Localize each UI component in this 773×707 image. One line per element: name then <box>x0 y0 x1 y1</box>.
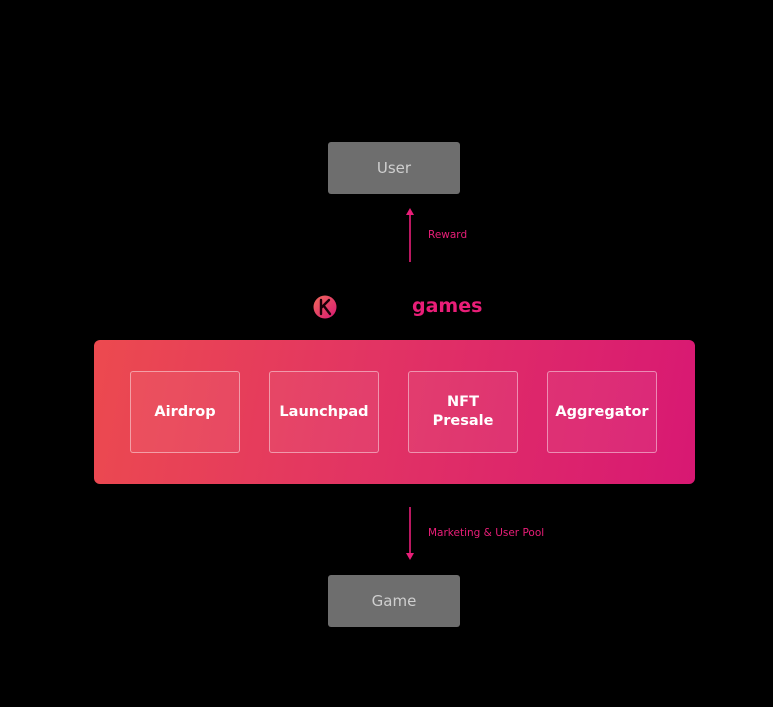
feature-launchpad: Launchpad <box>269 371 379 453</box>
marketing-arrow <box>404 506 416 561</box>
game-node: Game <box>328 575 460 627</box>
marketing-label: Marketing & User Pool <box>428 527 545 539</box>
k-logo-icon <box>313 295 337 319</box>
brand-header: games <box>312 292 492 322</box>
reward-label: Reward <box>428 229 468 241</box>
feature-label: Launchpad <box>279 403 369 420</box>
feature-nft-presale: NFT Presale <box>408 371 518 453</box>
feature-label: Aggregator <box>555 403 649 420</box>
feature-aggregator: Aggregator <box>547 371 657 453</box>
user-node-label: User <box>376 159 412 177</box>
feature-airdrop: Airdrop <box>130 371 240 453</box>
game-node-label: Game <box>371 592 417 610</box>
reward-arrow <box>404 208 416 263</box>
brand-name: games <box>412 295 483 317</box>
user-node: User <box>328 142 460 194</box>
feature-label: Airdrop <box>154 403 216 420</box>
platform-panel: Airdrop Launchpad NFT Presale Aggregator <box>94 340 695 484</box>
feature-label: NFT Presale <box>432 394 494 429</box>
